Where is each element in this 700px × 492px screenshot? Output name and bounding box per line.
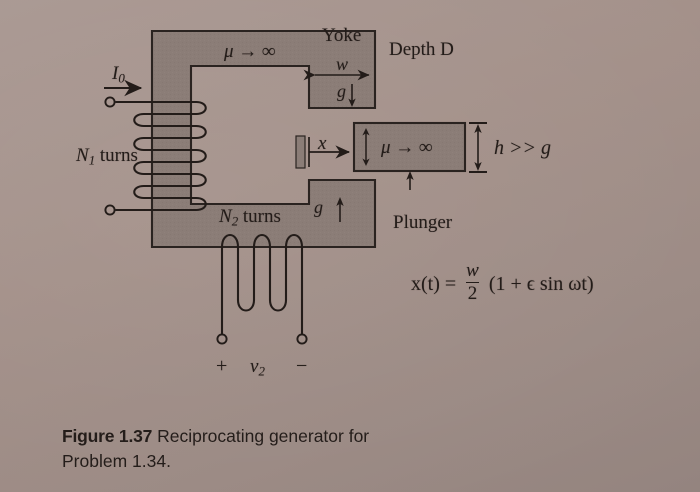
v2-label: v2 (250, 356, 265, 379)
n1-terminal-bottom (104, 204, 116, 216)
x-label: x (318, 133, 327, 154)
n1-winding (114, 100, 207, 212)
g-bottom-label: g (314, 197, 323, 217)
polarity-plus-label: + (216, 355, 228, 377)
n2-winding (220, 233, 304, 336)
figure-caption: Figure 1.37 Reciprocating generator for … (62, 424, 482, 474)
figure-caption-line1: Reciprocating generator for (157, 426, 370, 446)
yoke-label: Yoke (322, 25, 362, 46)
plunger-block (352, 121, 467, 173)
figure-caption-line2: Problem 1.34. (62, 450, 171, 471)
n1-terminal-top (104, 96, 116, 108)
equation-fraction: w 2 (466, 261, 479, 305)
n2-turns-label: N2 turns (219, 206, 281, 229)
fraction-denominator: 2 (467, 282, 478, 304)
n1-turns-label: N1 turns (76, 145, 138, 168)
fraction-numerator: w (466, 260, 479, 281)
equation-rhs: (1 + ϵ sin ωt) (488, 272, 594, 295)
magnetic-core (150, 29, 377, 249)
polarity-minus-label: − (296, 355, 308, 377)
g-top-label: g (337, 81, 346, 101)
current-label: I0 (112, 63, 125, 86)
n2-terminal-negative (296, 333, 308, 345)
mu-core-label: μ → ∞ (224, 41, 276, 62)
g-top-arrow-icon (348, 84, 356, 107)
x-dimension (295, 135, 351, 169)
figure-number: Figure 1.37 (62, 426, 153, 446)
plunger-label: Plunger (393, 212, 453, 233)
plunger-leader-arrow-icon (406, 171, 414, 190)
h-dimension-arrow-icon (469, 122, 487, 173)
plunger-inner-double-arrow-icon (362, 128, 370, 166)
h-condition-label: h >> g (494, 137, 551, 159)
n2-terminal-positive (216, 333, 228, 345)
equation-lhs: x(t) = (411, 272, 457, 295)
mu-plunger-label: μ → ∞ (381, 137, 433, 158)
depth-label: Depth D (389, 39, 454, 60)
w-label: w (336, 54, 349, 74)
displacement-equation: x(t) = w 2 (1 + ϵ sin ωt) (411, 261, 594, 306)
g-bottom-arrow-icon (336, 197, 344, 222)
